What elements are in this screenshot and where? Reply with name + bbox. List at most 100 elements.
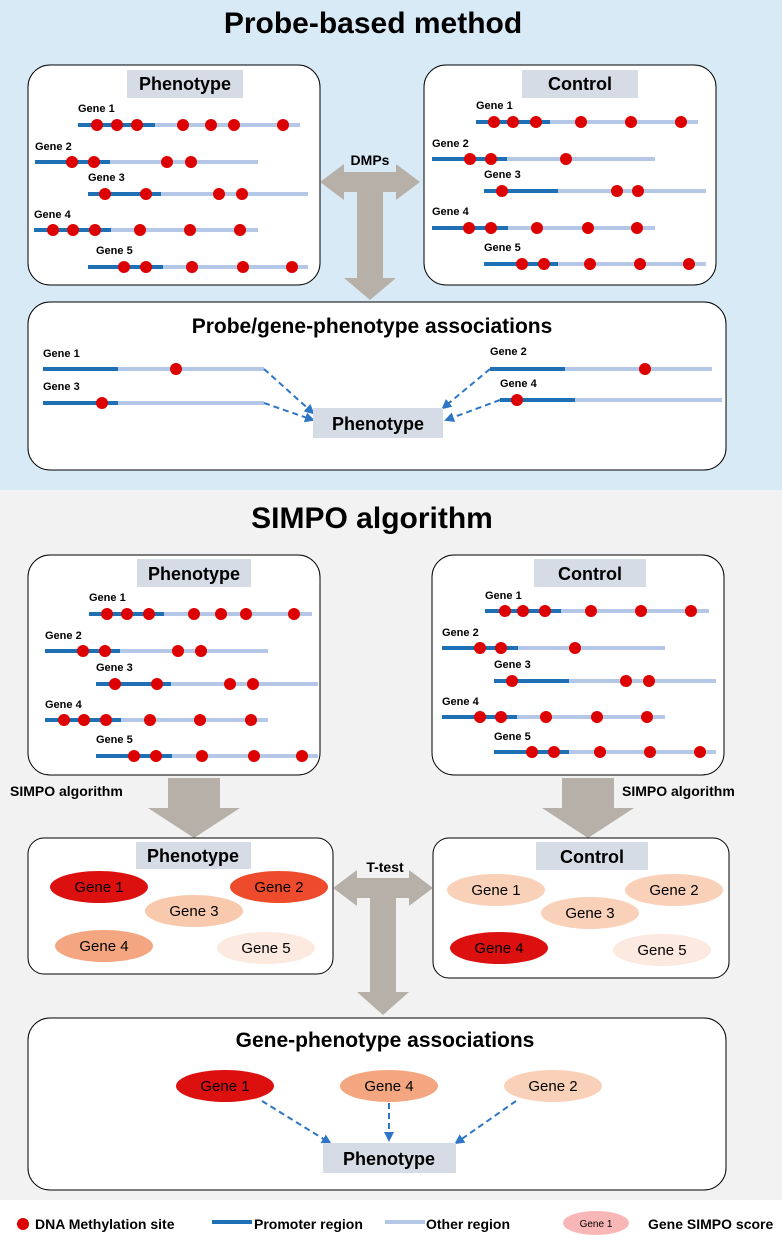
methylation-site [499,605,511,617]
methylation-site [161,156,173,168]
probe-association-panel [27,301,727,471]
assoc-gene-label: Gene 2 [528,1078,577,1095]
gene-association-title: Gene-phenotype associations [236,1029,535,1052]
methylation-site [121,608,133,620]
methylation-site [131,119,143,131]
probe-control-label: Control [548,74,612,94]
gene-label: Gene 4 [442,696,480,708]
methylation-site [569,642,581,654]
assoc-arrow-gene2 [441,368,491,410]
methylation-site [506,675,518,687]
score-oval [50,871,148,903]
methylation-site [134,224,146,236]
methylation-site [185,156,197,168]
methylation-site [188,608,200,620]
probe-control-label-box [522,70,638,98]
probe-method-title: Probe-based method [224,7,522,40]
score-oval-label: Gene 2 [649,882,698,899]
gene-label: Gene 2 [442,627,479,639]
gene-label: Gene 2 [45,630,82,642]
methylation-site [245,714,257,726]
assoc-arrow-gene1-bottom [261,1100,332,1145]
score-oval [613,934,711,966]
methylation-site [631,222,643,234]
methylation-site [240,608,252,620]
methylation-site [237,261,249,273]
methylation-site [140,188,152,200]
gene-assoc-phenotype: Phenotype [343,1149,435,1169]
methylation-site [234,224,246,236]
assoc-gene-label: Gene 4 [364,1078,413,1095]
methylation-site [495,642,507,654]
gene-label: Gene 3 [494,659,531,671]
methylation-site [620,675,632,687]
methylation-site [531,222,543,234]
probe-association-title: Probe/gene-phenotype associations [192,315,553,338]
score-oval [541,897,639,929]
gene-label: Gene 3 [88,172,125,184]
probe-assoc-phenotype: Phenotype [332,414,424,434]
methylation-site [224,678,236,690]
gene-label: Gene 4 [500,378,538,390]
score-oval-label: Gene 1 [471,882,520,899]
score-oval [230,871,328,903]
methylation-site [495,711,507,723]
methylation-site [683,258,695,270]
methylation-site [101,608,113,620]
methylation-site [625,116,637,128]
methylation-site [591,711,603,723]
legend-score-oval-label: Gene 1 [580,1219,613,1230]
simpo-left-down-arrow [148,778,240,838]
score-oval [450,932,548,964]
methylation-site [540,711,552,723]
score-oval [145,895,243,927]
ttest-label: T-test [366,859,404,875]
ttest-t-arrow [333,870,433,1015]
methylation-site [694,746,706,758]
methylation-site [177,119,189,131]
methylation-site [67,224,79,236]
score-oval-label: Gene 4 [79,938,128,955]
score-oval [217,932,315,964]
methylation-site [77,645,89,657]
methylation-site [99,645,111,657]
legend-promoter-label: Promoter region [254,1216,363,1232]
methylation-site [644,746,656,758]
gene-label: Gene 3 [484,169,521,181]
methylation-site [464,153,476,165]
methylation-site [144,714,156,726]
methylation-site [151,678,163,690]
gene-label: Gene 4 [432,206,470,218]
score-control-label-box [536,842,648,870]
methylation-site [488,116,500,128]
simpo-algorithm-title: SIMPO algorithm [251,502,493,535]
legend-methylation-dot [17,1218,29,1230]
methylation-site [675,116,687,128]
gene-label: Gene 2 [35,141,72,153]
methylation-site [143,608,155,620]
methylation-site [286,261,298,273]
methylation-site [635,605,647,617]
score-phenotype-label-box [136,842,251,869]
score-phenotype-label: Phenotype [147,846,239,866]
methylation-site [538,258,550,270]
methylation-site [248,750,260,762]
gene-label: Gene 3 [96,662,133,674]
methylation-site [560,153,572,165]
score-oval-label: Gene 5 [637,942,686,959]
methylation-site [186,261,198,273]
methylation-site [150,750,162,762]
methylation-site [485,222,497,234]
methylation-site [507,116,519,128]
gene-label: Gene 1 [43,348,80,360]
methylation-site [643,675,655,687]
probe-assoc-phenotype-box [313,408,443,438]
methylation-site [485,153,497,165]
methylation-site [172,645,184,657]
gene-association-panel [27,1017,727,1191]
